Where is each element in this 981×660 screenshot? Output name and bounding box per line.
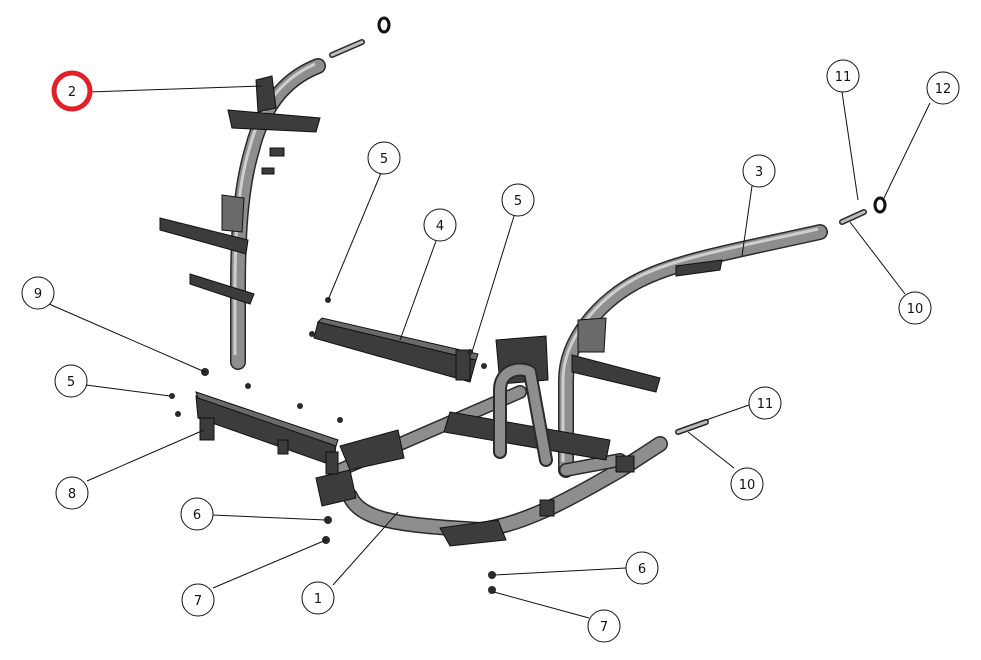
- balloon-label: 7: [194, 594, 202, 609]
- balloon-label: 4: [436, 219, 444, 234]
- balloon-4: 4: [423, 208, 457, 242]
- balloon-2-highlight: 2: [51, 70, 93, 112]
- balloon-label: 10: [739, 478, 756, 493]
- balloon-label: 3: [755, 165, 763, 180]
- part-2-curved-bar: [159, 58, 326, 370]
- balloon-8: 8: [55, 476, 89, 510]
- balloon-3: 3: [742, 154, 776, 188]
- balloon-5-c: 5: [54, 364, 88, 398]
- balloon-9: 9: [21, 276, 55, 310]
- balloon-12: 12: [926, 71, 960, 105]
- balloon-label: 8: [68, 487, 76, 502]
- balloon-6-right: 6: [625, 551, 659, 585]
- balloon-label: 5: [514, 194, 522, 209]
- balloon-7-left: 7: [181, 583, 215, 617]
- balloon-label: 5: [67, 375, 75, 390]
- balloon-11-top: 11: [826, 59, 860, 93]
- balloon-5-b: 5: [501, 183, 535, 217]
- balloon-11-mid: 11: [748, 386, 782, 420]
- part-8-side-bar: [195, 391, 339, 475]
- balloon-6-left: 6: [180, 497, 214, 531]
- bolt-top: [329, 39, 365, 58]
- balloon-label: 1: [314, 592, 322, 607]
- balloon-label: 10: [907, 302, 924, 317]
- balloon-label: 5: [380, 152, 388, 167]
- balloon-label: 6: [638, 562, 646, 577]
- bolt-right-mid: [675, 419, 709, 435]
- part-3-handle-bar: [558, 224, 828, 478]
- balloon-label: 12: [935, 82, 952, 97]
- part-1-base-frame: [315, 335, 668, 547]
- washer-top: [377, 16, 391, 34]
- balloon-label: 11: [757, 397, 774, 412]
- balloon-1: 1: [301, 581, 335, 615]
- washer-right: [873, 196, 887, 214]
- balloon-label: 11: [835, 70, 852, 85]
- balloon-10-top: 10: [898, 291, 932, 325]
- bolt-right-top: [839, 209, 867, 225]
- balloon-label: 9: [34, 287, 42, 302]
- balloon-10-mid: 10: [730, 467, 764, 501]
- leader-lines: [48, 85, 931, 619]
- part-4-bracket: [313, 317, 479, 383]
- balloon-label: 6: [193, 508, 201, 523]
- balloon-label: 7: [600, 620, 608, 635]
- balloon-5-a: 5: [367, 141, 401, 175]
- balloon-7-right: 7: [587, 609, 621, 643]
- balloon-label: 2: [68, 85, 76, 100]
